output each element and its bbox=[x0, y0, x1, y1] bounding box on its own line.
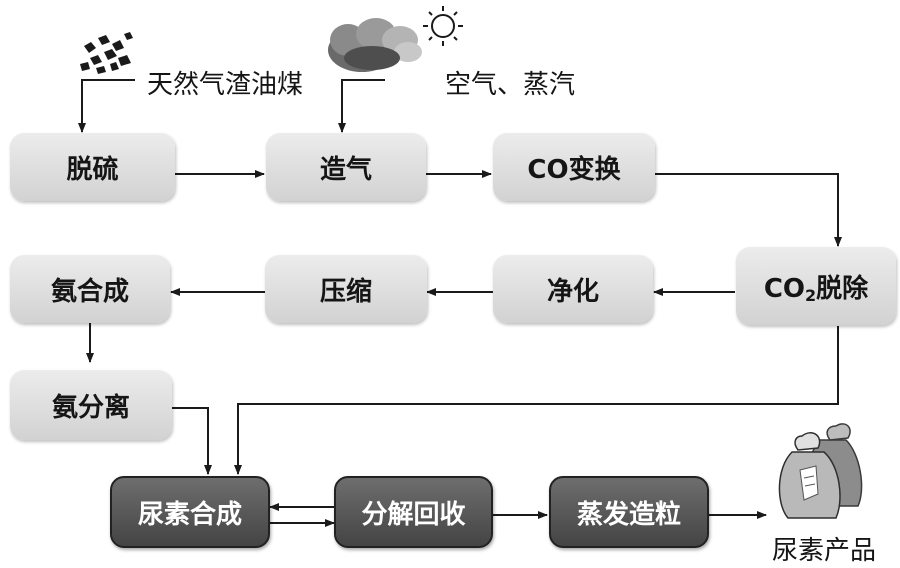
fuel-input-label: 天然气渣油煤 bbox=[147, 70, 304, 100]
ammonia-synthesis-label: 氨合成 bbox=[50, 276, 129, 307]
arrow-ammonia-separation-to-urea-synthesis bbox=[172, 407, 212, 475]
urea-synthesis-label: 尿素合成 bbox=[137, 499, 242, 530]
arrow-fuel-to-desulfurization bbox=[78, 79, 135, 133]
co-shift-suffix: 变换 bbox=[568, 154, 621, 185]
gasification-node: 造气 bbox=[266, 133, 426, 201]
urea-synthesis-node: 尿素合成 bbox=[110, 476, 270, 548]
co2-removal-prefix: CO bbox=[763, 273, 806, 304]
evaporation-granulation-label: 蒸发造粒 bbox=[576, 499, 681, 530]
arrow-co2-to-urea-synthesis bbox=[234, 326, 839, 475]
fertilizer-sacks-icon bbox=[778, 423, 863, 519]
co2-removal-label: CO2脱除 bbox=[764, 268, 868, 305]
cloud-icon bbox=[328, 18, 422, 72]
air-steam-input-label: 空气、蒸汽 bbox=[445, 70, 576, 100]
sun-icon bbox=[423, 6, 463, 46]
urea-product-label: 尿素产品 bbox=[772, 536, 877, 566]
decomposition-recovery-node: 分解回收 bbox=[334, 476, 493, 548]
co-shift-node: CO变换 bbox=[493, 133, 655, 201]
evaporation-granulation-node: 蒸发造粒 bbox=[549, 476, 709, 548]
purification-node: 净化 bbox=[493, 255, 653, 323]
co-shift-label: CO变换 bbox=[527, 149, 620, 186]
gasification-label: 造气 bbox=[319, 154, 372, 185]
co2-removal-node: CO2脱除 bbox=[736, 247, 896, 325]
compression-node: 压缩 bbox=[265, 255, 427, 323]
coal-icon bbox=[80, 32, 133, 74]
arrow-air-to-gasification bbox=[338, 79, 385, 133]
decomposition-recovery-label: 分解回收 bbox=[361, 499, 466, 530]
ammonia-separation-label: 氨分离 bbox=[51, 392, 130, 423]
desulfurization-node: 脱硫 bbox=[10, 133, 175, 201]
arrow-co-shift-to-co2-removal bbox=[655, 173, 842, 247]
ammonia-synthesis-node: 氨合成 bbox=[10, 255, 170, 323]
co2-removal-subscript: 2 bbox=[805, 285, 817, 305]
purification-label: 净化 bbox=[546, 276, 599, 307]
ammonia-separation-node: 氨分离 bbox=[10, 370, 172, 440]
co-shift-prefix: CO bbox=[527, 154, 569, 185]
desulfurization-label: 脱硫 bbox=[66, 154, 119, 185]
co2-removal-suffix: 脱除 bbox=[816, 273, 869, 304]
compression-label: 压缩 bbox=[319, 276, 372, 307]
